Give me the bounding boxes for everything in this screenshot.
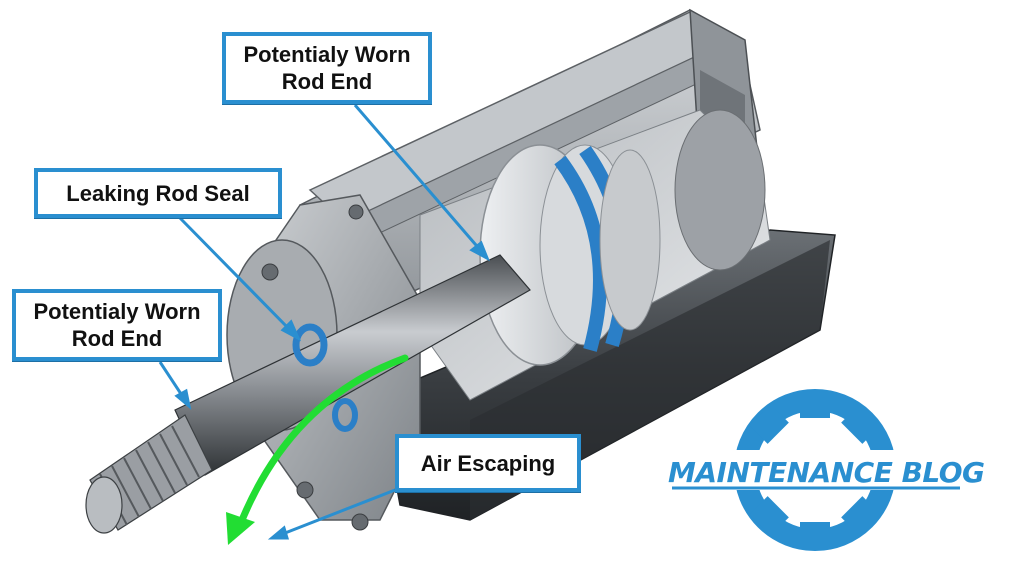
callout-air-escaping: Air Escaping xyxy=(395,434,581,492)
arrowhead-air-escaping xyxy=(267,525,290,540)
callout-top-rod-end-line2: Rod End xyxy=(281,69,373,94)
callout-air-escaping-label: Air Escaping xyxy=(420,450,556,476)
rod-seal xyxy=(292,323,358,432)
leader-arrows xyxy=(158,104,490,540)
arrowhead-left-rod-end xyxy=(174,388,192,410)
logo-text: MAINTENANCE BLOG xyxy=(668,456,985,489)
callout-top-rod-end: Potentialy Worn Rod End xyxy=(222,32,432,104)
leader-air-escaping xyxy=(279,488,396,537)
leader-top-rod-end xyxy=(353,104,484,253)
arrowhead-rod-seal xyxy=(280,319,302,342)
callout-left-rod-end: Potentialy Worn Rod End xyxy=(12,289,222,361)
air-flow-arrow xyxy=(226,354,409,545)
arrowhead-top-rod-end xyxy=(469,240,490,262)
leader-rod-seal xyxy=(178,216,295,335)
maintenance-blog-logo: MAINTENANCE BLOG xyxy=(668,389,985,551)
callout-left-rod-end-line1: Potentialy Worn xyxy=(33,299,201,324)
piston xyxy=(479,144,661,366)
callout-top-rod-end-line1: Potentialy Worn xyxy=(243,42,411,67)
callout-rod-seal-label: Leaking Rod Seal xyxy=(66,180,250,206)
callout-rod-seal: Leaking Rod Seal xyxy=(34,168,282,218)
callout-left-rod-end-line2: Rod End xyxy=(71,326,163,351)
piston-rod xyxy=(85,254,531,534)
